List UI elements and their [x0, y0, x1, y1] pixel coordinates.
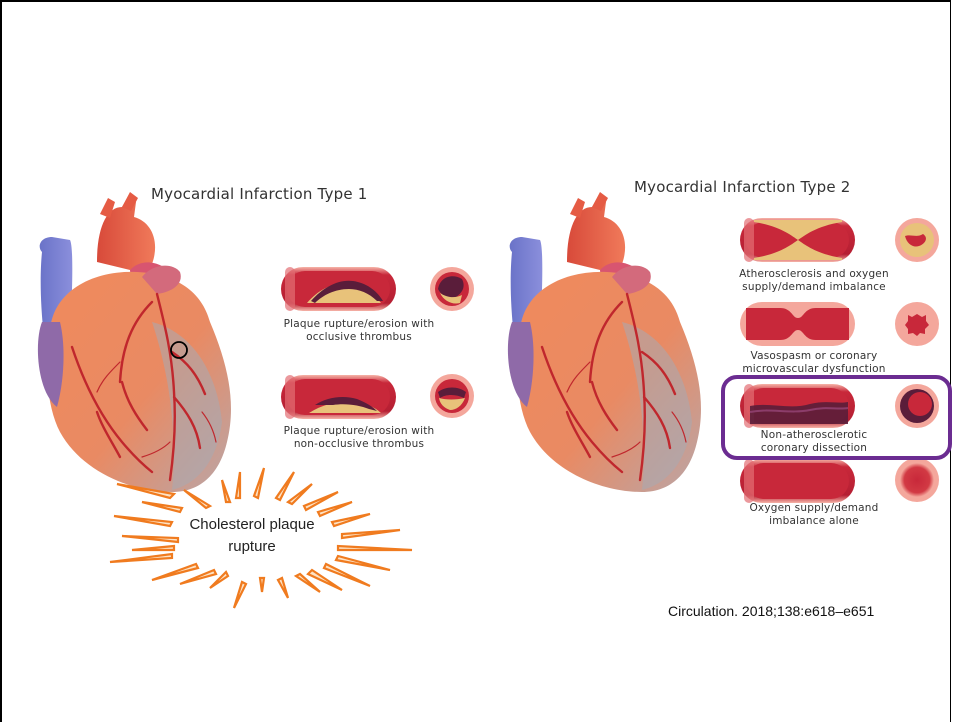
artery-cross-section-type2-dissection: [895, 384, 939, 428]
citation: Circulation. 2018;138:e618–e651: [668, 603, 874, 619]
type2-caption-supply-demand: Oxygen supply/demand imbalance alone: [709, 502, 919, 528]
caption-line: coronary dissection: [709, 442, 919, 455]
heart-illustration-type2: [508, 192, 701, 492]
artery-longitudinal-type2-supply-demand: [740, 459, 855, 503]
artery-cross-section-type2-vasospasm: [895, 302, 939, 346]
artery-longitudinal-type2-dissection: [740, 384, 855, 428]
heart-illustration-type1: [38, 192, 231, 492]
type2-caption-dissection: Non-atherosclerotic coronary dissection: [709, 429, 919, 455]
callout-line: Cholesterol plaque: [162, 514, 342, 536]
caption-line: imbalance alone: [709, 515, 919, 528]
type2-title: Myocardial Infarction Type 2: [634, 178, 851, 196]
artery-longitudinal-type2-vasospasm: [740, 302, 855, 346]
artery-longitudinal-type2-atherosclerosis: [740, 218, 855, 262]
caption-line: occlusive thrombus: [254, 331, 464, 344]
caption-line: Vasospasm or coronary: [709, 350, 919, 363]
caption-line: microvascular dysfunction: [709, 363, 919, 376]
artery-cross-section-type1-nonocclusive: [430, 374, 474, 418]
artery-cross-section-type2-supply-demand: [895, 458, 939, 502]
type2-caption-atherosclerosis: Atherosclerosis and oxygen supply/demand…: [709, 268, 919, 294]
caption-line: Non-atherosclerotic: [709, 429, 919, 442]
caption-line: Plaque rupture/erosion with: [254, 318, 464, 331]
artery-longitudinal-type1-nonocclusive: [281, 375, 396, 419]
type1-caption-nonocclusive: Plaque rupture/erosion with non-occlusiv…: [254, 425, 464, 451]
caption-line: non-occlusive thrombus: [254, 438, 464, 451]
artery-cross-section-type2-atherosclerosis: [895, 218, 939, 262]
caption-line: Plaque rupture/erosion with: [254, 425, 464, 438]
caption-line: supply/demand imbalance: [709, 281, 919, 294]
type1-caption-occlusive: Plaque rupture/erosion with occlusive th…: [254, 318, 464, 344]
caption-line: Atherosclerosis and oxygen: [709, 268, 919, 281]
callout-line: rupture: [162, 536, 342, 558]
callout-text: Cholesterol plaque rupture: [162, 514, 342, 558]
type1-title: Myocardial Infarction Type 1: [151, 185, 368, 203]
type2-caption-vasospasm: Vasospasm or coronary microvascular dysf…: [709, 350, 919, 376]
caption-line: Oxygen supply/demand: [709, 502, 919, 515]
artery-longitudinal-type1-occlusive: [281, 267, 396, 311]
artery-cross-section-type1-occlusive: [430, 267, 474, 311]
